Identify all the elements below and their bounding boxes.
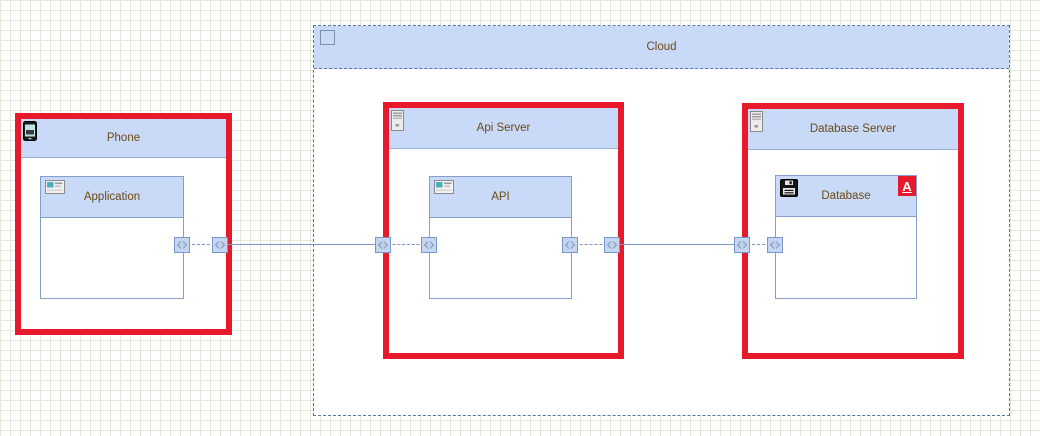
bidirectional-arrow-icon [563, 238, 577, 252]
connector-port[interactable] [604, 237, 620, 253]
connector-port[interactable] [174, 237, 190, 253]
server-icon [750, 111, 763, 137]
node-api-header[interactable]: API [430, 177, 571, 218]
connector-port[interactable] [767, 237, 783, 253]
connector-line-apiserver-dbserver[interactable] [612, 244, 742, 245]
node-application[interactable]: Application [40, 176, 184, 299]
node-api-server-label: Api Server [476, 122, 531, 134]
bidirectional-arrow-icon [422, 238, 436, 252]
status-badge: A [898, 176, 916, 196]
node-database[interactable]: Database A [775, 175, 917, 299]
group-square-icon [320, 30, 335, 45]
node-phone-label: Phone [106, 132, 141, 144]
node-api-label: API [491, 191, 510, 203]
node-phone-header[interactable]: Phone [21, 119, 226, 158]
application-window-icon [434, 180, 454, 199]
floppy-disk-icon [780, 179, 798, 202]
node-database-label: Database [821, 190, 871, 202]
application-window-icon [45, 180, 65, 199]
connector-port[interactable] [734, 237, 750, 253]
bidirectional-arrow-icon [768, 238, 782, 252]
bidirectional-arrow-icon [735, 238, 749, 252]
cloud-label: Cloud [646, 41, 677, 53]
node-database-server-header[interactable]: Database Server [748, 109, 958, 150]
connector-line-dbserver-database[interactable] [742, 244, 775, 245]
connector-port[interactable] [421, 237, 437, 253]
node-api-server[interactable]: Api Server [383, 102, 624, 359]
connector-line-apiserver-api[interactable] [383, 244, 429, 245]
node-api-server-header[interactable]: Api Server [389, 108, 618, 149]
bidirectional-arrow-icon [605, 238, 619, 252]
bidirectional-arrow-icon [175, 238, 189, 252]
bidirectional-arrow-icon [376, 238, 390, 252]
node-application-header[interactable]: Application [41, 177, 183, 218]
connector-port[interactable] [562, 237, 578, 253]
connector-port[interactable] [375, 237, 391, 253]
node-api[interactable]: API [429, 176, 572, 299]
node-application-label: Application [83, 191, 141, 203]
connector-line-application-phone[interactable] [182, 244, 220, 245]
bidirectional-arrow-icon [213, 238, 227, 252]
server-icon [391, 110, 404, 136]
node-database-header[interactable]: Database A [776, 176, 916, 217]
connector-port[interactable] [212, 237, 228, 253]
connector-line-phone-apiserver[interactable] [220, 244, 383, 245]
cloud-header[interactable]: Cloud [314, 26, 1009, 69]
smartphone-icon [23, 121, 37, 146]
node-database-server-label: Database Server [809, 123, 897, 135]
connector-line-api-apiserver[interactable] [570, 244, 612, 245]
